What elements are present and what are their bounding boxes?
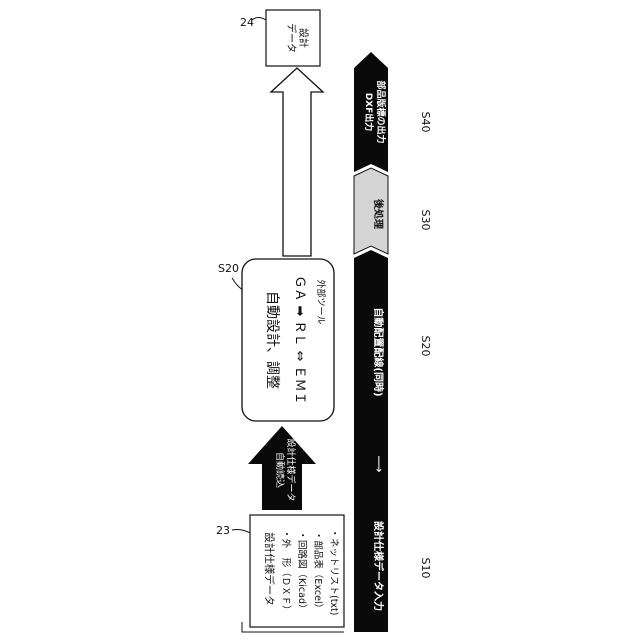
input-arrow-line1: 設計仕様データ xyxy=(285,438,297,501)
band-label-s20: 自動配置配線(同時) xyxy=(372,307,385,396)
ref-leader-23 xyxy=(232,530,252,535)
step-label-s30: S30 xyxy=(419,210,432,231)
band-label-s40-line1: DXF出力 xyxy=(363,93,375,132)
band-label-s10: 設計仕様データ入力 xyxy=(372,521,385,611)
band-label-s30: 後処理 xyxy=(372,199,385,229)
spec-data-item: ・外 形（ＤＸＦ） xyxy=(280,529,292,615)
output-arrow xyxy=(271,68,323,256)
spec-data-item: ・部品表（Excel） xyxy=(312,531,324,613)
ref-label-24: 24 xyxy=(240,16,254,29)
step-label-s20: S20 xyxy=(419,336,432,357)
auto-design-title: 自動設計、調整 xyxy=(264,291,280,389)
auto-design-flow: ＧＡ ➡ ＲＬ ⇔ ＥＭＩ xyxy=(292,275,307,404)
auto-design-note: 外部ツール xyxy=(315,279,327,324)
step-label-s40: S40 xyxy=(419,112,432,133)
input-arrow-line2: 自動読込 xyxy=(274,452,286,488)
spec-data-item: ・回路図（Kicad） xyxy=(296,531,308,614)
spec-data-item: ・ネットリスト(txt) xyxy=(328,529,339,616)
ref-label-s20-box: S20 xyxy=(218,262,239,275)
design-data-label-line1: 設計 xyxy=(297,28,310,48)
spec-data-title: 設計仕様データ xyxy=(263,532,276,606)
band-flow-arrow: ⟶ xyxy=(372,455,386,472)
step-label-s10: S10 xyxy=(419,558,432,579)
ref-label-23: 23 xyxy=(216,524,230,537)
ref-leader-24 xyxy=(252,18,266,21)
design-data-label-line2: データ xyxy=(285,23,298,53)
band-label-s40-line2: 部品版標の出力 xyxy=(375,80,387,143)
